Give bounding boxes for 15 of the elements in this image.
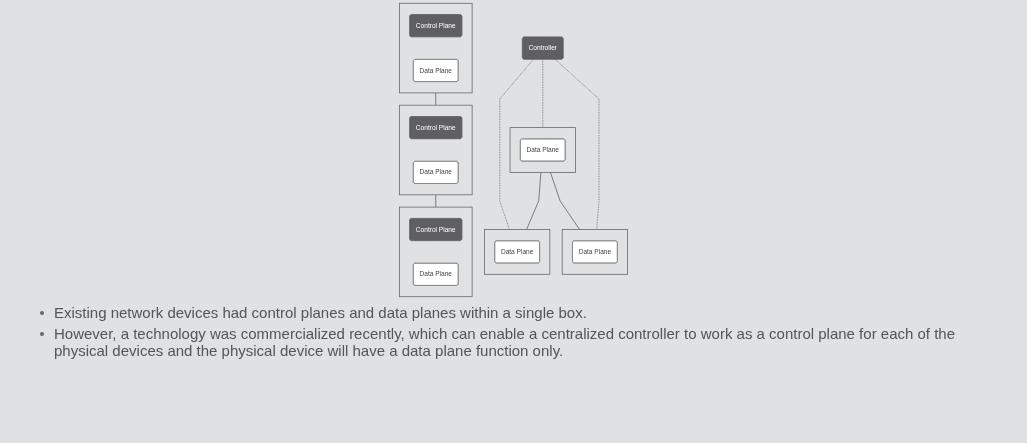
cluster bbox=[399, 2, 473, 94]
connector bbox=[542, 58, 544, 128]
cluster bbox=[509, 127, 576, 173]
connector bbox=[550, 172, 581, 230]
bullet-note: Existing network devices had control planes and data planes within a single box. bbox=[54, 304, 587, 321]
connector bbox=[499, 58, 534, 230]
cluster bbox=[399, 104, 473, 196]
connector bbox=[526, 172, 542, 230]
connector bbox=[435, 92, 437, 106]
cluster bbox=[399, 206, 473, 298]
cluster bbox=[484, 229, 551, 275]
cluster bbox=[561, 229, 628, 275]
bullet-note: However, a technology was commercialized recently, which can enable a centralized controller to work as a control plane for each of the physical devices and the physical device will have a data plane function only. bbox=[54, 325, 957, 359]
connector bbox=[554, 58, 600, 230]
connector bbox=[435, 194, 437, 208]
